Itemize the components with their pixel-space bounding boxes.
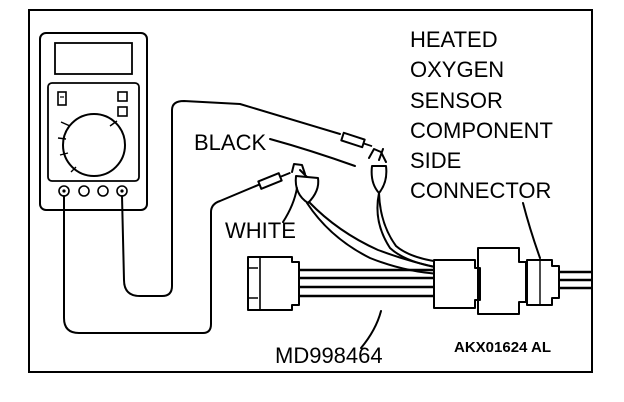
sensor-side-connector — [526, 259, 592, 306]
sensor-label-line1: HEATED — [410, 27, 498, 52]
sensor-label-line5: SIDE — [410, 148, 461, 173]
sensor-label-line2: OXYGEN — [410, 57, 504, 82]
black-alligator-clip — [368, 148, 388, 194]
black-lead-label: BLACK — [194, 130, 266, 155]
white-alligator-clip — [291, 163, 320, 204]
white-lead-label: WHITE — [225, 218, 296, 243]
test-harness-md998464 — [247, 247, 527, 315]
black-label-leader — [269, 138, 356, 167]
figure-code: AKX01624 AL — [454, 339, 551, 356]
harness-label-leader — [360, 310, 382, 349]
sensor-label-line6: CONNECTOR — [410, 178, 551, 203]
figure-border — [28, 9, 593, 373]
white-test-lead — [63, 182, 264, 334]
connector-label-leader — [522, 202, 541, 259]
sensor-label-line4: COMPONENT — [410, 118, 553, 143]
harness-tool-label: MD998464 — [275, 343, 383, 368]
multimeter-display — [54, 42, 133, 75]
black-probe — [340, 131, 373, 149]
white-clip-wire — [306, 202, 441, 275]
selector-dial — [62, 113, 126, 177]
sensor-label-line3: SENSOR — [410, 88, 503, 113]
white-label-leader — [282, 187, 298, 223]
multimeter — [39, 32, 148, 211]
black-test-lead — [121, 100, 341, 297]
white-probe — [257, 171, 291, 190]
